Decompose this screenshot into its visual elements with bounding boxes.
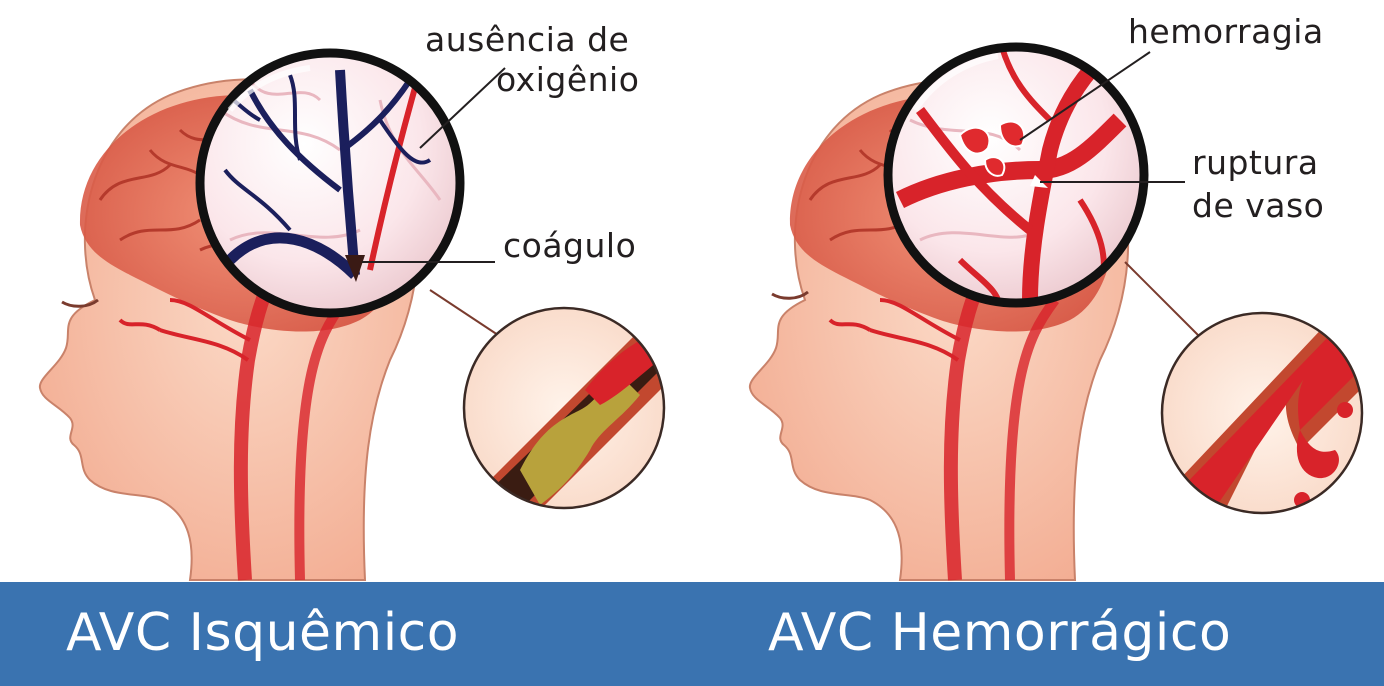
label-absence-line2: oxigênio: [496, 62, 639, 98]
label-hemorrhage: hemorragia: [1128, 14, 1324, 50]
label-rupture-line1: ruptura: [1192, 145, 1319, 181]
title-ischemic: AVC Isquêmico: [66, 603, 459, 663]
right-inset-rupture: [1125, 262, 1384, 540]
label-clot: coágulo: [503, 228, 636, 264]
right-magnifier-lens: [888, 40, 1144, 310]
left-magnifier-lens: [200, 53, 460, 320]
title-hemorrhagic: AVC Hemorrágico: [768, 603, 1231, 663]
left-inset-clot: [430, 290, 690, 540]
label-absence-line1: ausência de: [425, 22, 629, 58]
label-rupture-line2: de vaso: [1192, 188, 1324, 224]
